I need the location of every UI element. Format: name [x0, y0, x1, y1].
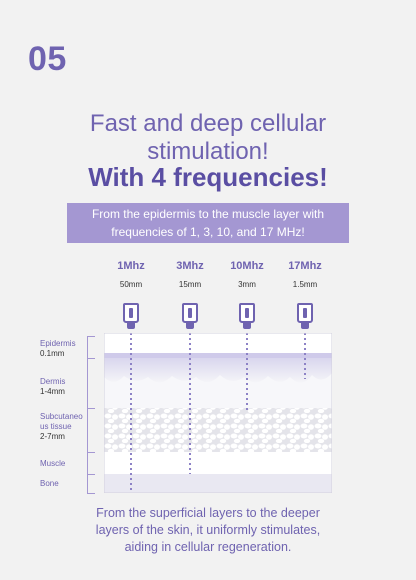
layer-divider	[87, 336, 95, 337]
headline-emphasis: With 4 frequencies!	[88, 162, 328, 192]
ultrasound-probe-icon	[123, 303, 139, 329]
headline-line-1: Fast and deep cellular	[89, 110, 327, 137]
frequency-label: 17Mhz	[288, 260, 322, 272]
layer-divider	[87, 493, 95, 494]
depth-label: 1.5mm	[292, 280, 318, 289]
frequency-2: 3Mhz 15mm	[160, 260, 220, 289]
depth-label: 15mm	[178, 280, 202, 289]
layer-depth: 2-7mm	[40, 432, 65, 441]
layer-bracket-line	[87, 336, 88, 494]
layer-divider	[87, 408, 95, 409]
section-number: 05	[28, 40, 67, 78]
layer-name: Epidermis	[40, 339, 76, 348]
layer-label-bone: Bone	[40, 479, 59, 489]
layer-label-subcutaneous: Subcutaneo us tissue 2-7mm	[40, 412, 83, 442]
layer-name: Dermis	[40, 377, 66, 386]
layer-label-muscle: Muscle	[40, 459, 65, 469]
layer-divider	[87, 452, 95, 453]
headline-line-2: stimulation!	[147, 138, 269, 165]
footer-line-3: aiding in cellular regeneration.	[124, 540, 292, 554]
subcutaneous-layer	[104, 408, 332, 452]
layer-divider	[87, 358, 95, 359]
layer-name: Bone	[40, 479, 59, 488]
layer-name-cont: us tissue	[40, 422, 72, 431]
muscle-layer	[104, 452, 332, 474]
bone-layer	[104, 474, 332, 493]
frequency-label: 1Mhz	[117, 260, 145, 272]
layer-divider	[87, 474, 95, 475]
depth-label: 3mm	[238, 280, 256, 289]
layer-name: Subcutaneo	[40, 412, 83, 421]
skin-layers-diagram	[104, 333, 332, 493]
banner: From the epidermis to the muscle layer w…	[67, 203, 349, 243]
banner-line-2: frequencies of 1, 3, 10, and 17 MHz!	[111, 225, 305, 239]
layer-label-dermis: Dermis 1-4mm	[40, 377, 65, 397]
frequency-label: 3Mhz	[176, 260, 204, 272]
frequency-3: 10Mhz 3mm	[217, 260, 277, 289]
layer-label-epidermis: Epidermis 0.1mm	[40, 339, 76, 359]
frequency-label: 10Mhz	[230, 260, 264, 272]
layer-name: Muscle	[40, 459, 66, 468]
layer-depth: 0.1mm	[40, 349, 65, 358]
depth-label: 50mm	[119, 280, 143, 289]
layer-depth: 1-4mm	[40, 387, 65, 396]
ultrasound-probe-icon	[239, 303, 255, 329]
frequency-1: 1Mhz 50mm	[101, 260, 161, 289]
frequency-4: 17Mhz 1.5mm	[275, 260, 335, 289]
footer-line-1: From the superficial layers to the deepe…	[96, 506, 320, 520]
ultrasound-probe-icon	[297, 303, 313, 329]
footer-line-2: layers of the skin, it uniformly stimula…	[95, 523, 321, 537]
ultrasound-probe-icon	[182, 303, 198, 329]
banner-line-1: From the epidermis to the muscle layer w…	[91, 207, 325, 221]
